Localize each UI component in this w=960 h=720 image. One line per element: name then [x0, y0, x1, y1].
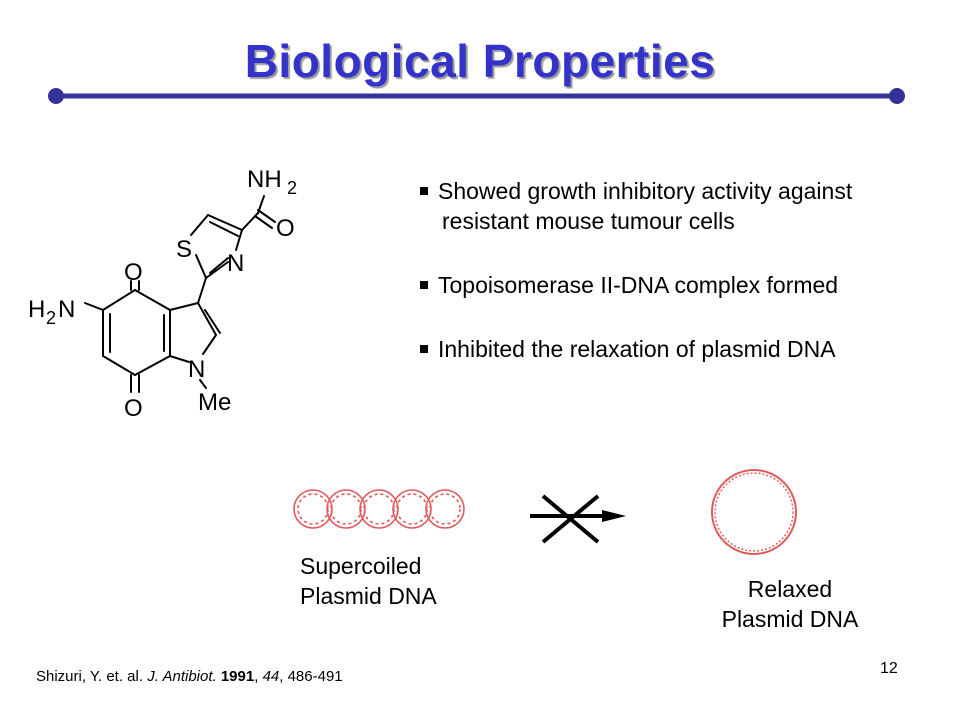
bullet-text: Topoisomerase II-DNA complex formed	[438, 272, 839, 298]
square-bullet-icon	[420, 187, 428, 195]
citation-year: 1991	[220, 668, 255, 685]
bullet-text: Inhibited the relaxation of plasmid DNA	[438, 336, 836, 362]
blocked-arrow-icon	[530, 494, 626, 544]
citation-authors: Shizuri, Y. et. al.	[36, 668, 148, 685]
supercoiled-dna-icon	[293, 489, 465, 529]
amine-subscript: 2	[46, 308, 56, 328]
amine-n-label: N	[58, 296, 75, 323]
caption-line: Relaxed	[747, 576, 833, 602]
bullet-item: Inhibited the relaxation of plasmid DNA	[420, 334, 940, 364]
bullet-text-continued: resistant mouse tumour cells	[442, 208, 735, 234]
citation: Shizuri, Y. et. al. J. Antibiot. 1991 , 4…	[36, 668, 343, 685]
citation-pages: , 486-491	[279, 668, 343, 685]
thiazole-sulfur: S	[176, 236, 192, 263]
amine-h-label: H	[28, 296, 45, 323]
square-bullet-icon	[420, 281, 428, 289]
title-rule	[48, 88, 905, 104]
page-number: 12	[880, 660, 898, 677]
bullet-list: Showed growth inhibitory activity agains…	[420, 176, 940, 398]
indole-nitrogen: N	[188, 356, 205, 383]
relaxed-caption: Relaxed Plasmid DNA	[690, 574, 890, 634]
caption-line: Plasmid DNA	[300, 583, 437, 609]
relaxed-dna-icon	[711, 469, 797, 555]
square-bullet-icon	[420, 345, 428, 353]
bullet-item: Topoisomerase II-DNA complex formed	[420, 270, 940, 300]
slide-title: Biological Properties	[244, 35, 716, 87]
bullet-item: Showed growth inhibitory activity agains…	[420, 176, 940, 236]
citation-volume: 44	[262, 668, 280, 685]
supercoiled-caption: Supercoiled Plasmid DNA	[300, 551, 437, 611]
carbonyl-oxygen-right: O	[276, 215, 295, 242]
citation-journal: J. Antibiot.	[147, 668, 217, 685]
caption-line: Supercoiled	[300, 553, 422, 579]
thiazole-nitrogen: N	[227, 250, 244, 277]
nh2-top-subscript: 2	[287, 178, 297, 198]
quinone-oxygen-bottom: O	[124, 395, 143, 422]
caption-line: Plasmid DNA	[721, 606, 859, 632]
bullet-text: Showed growth inhibitory activity agains…	[438, 178, 853, 204]
methyl-label: Me	[198, 389, 231, 416]
quinone-oxygen-top: O	[124, 259, 143, 286]
nh2-top-label: NH	[247, 166, 282, 193]
